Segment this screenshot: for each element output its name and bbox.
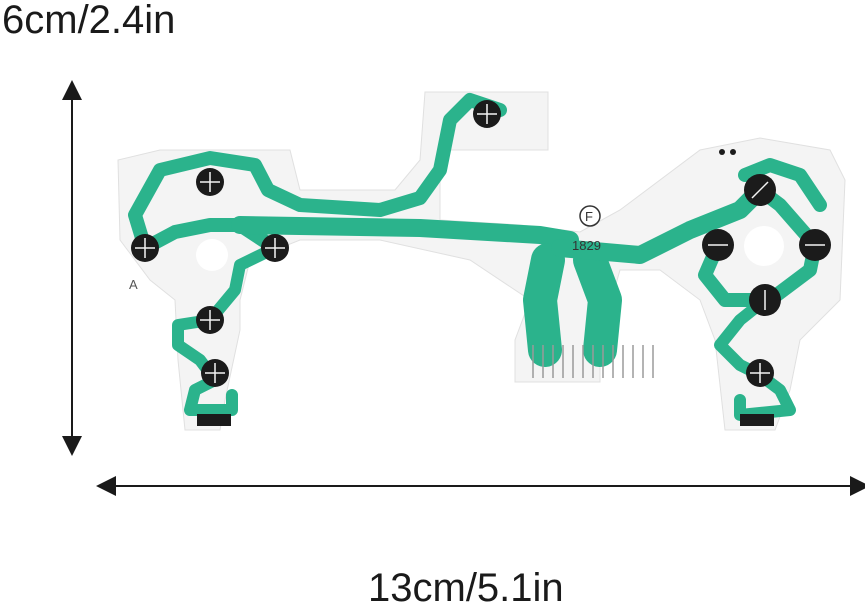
date-code: 1829: [572, 238, 601, 253]
indicator-dot: [730, 149, 736, 155]
indicator-dot: [719, 149, 725, 155]
height-dimension-label: 6cm/2.4in: [2, 0, 176, 42]
left-contact-tab: [197, 414, 231, 426]
connector-pins: [532, 345, 654, 378]
circuit-traces: [128, 93, 827, 421]
width-dimension-label: 13cm/5.1in: [368, 566, 564, 610]
manufacturer-mark: F: [585, 209, 593, 224]
pad-grooves: [135, 104, 825, 383]
right-contact-tab: [740, 414, 774, 426]
manufacturer-mark-ring: [579, 205, 601, 227]
board-letter: A: [129, 277, 138, 292]
ribbon-substrate: [117, 91, 846, 431]
